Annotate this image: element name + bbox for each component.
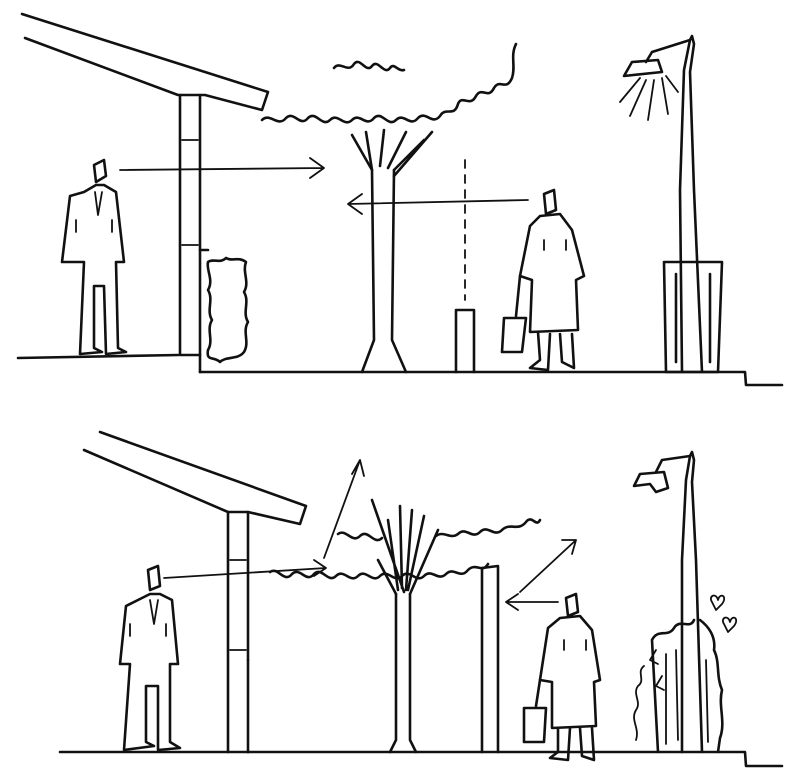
bottom-section-panel (58, 430, 784, 768)
top-canopy-roof (20, 12, 270, 357)
bottom-tall-post (480, 564, 500, 754)
arrow-woman-to-tree (347, 193, 529, 215)
bottom-canopy-roof (82, 430, 308, 754)
bottom-man-in-suit (118, 564, 182, 752)
arrow-man-to-tree (119, 157, 325, 179)
top-man-in-suit (60, 158, 128, 356)
arrow-woman-to-post (505, 593, 559, 611)
bottom-tree (268, 498, 542, 754)
arrow-canopy-upward (323, 459, 365, 559)
top-hedge (206, 256, 250, 364)
top-street-lamp (619, 34, 724, 374)
top-woman-with-bag (500, 188, 586, 372)
top-ground-line (16, 248, 784, 387)
bottom-climbing-plant (633, 594, 738, 754)
arrow-post-upward (519, 539, 577, 593)
top-section-panel (16, 12, 784, 387)
bottom-sight-arrows (163, 459, 577, 611)
top-tree (260, 42, 518, 374)
arrow-man-to-tree (163, 559, 327, 579)
bottom-ground-line (58, 658, 784, 768)
bottom-street-lamp (632, 450, 704, 754)
top-sight-arrows (119, 157, 529, 215)
top-low-bollard (454, 308, 476, 374)
bottom-woman-with-bag (522, 592, 602, 762)
